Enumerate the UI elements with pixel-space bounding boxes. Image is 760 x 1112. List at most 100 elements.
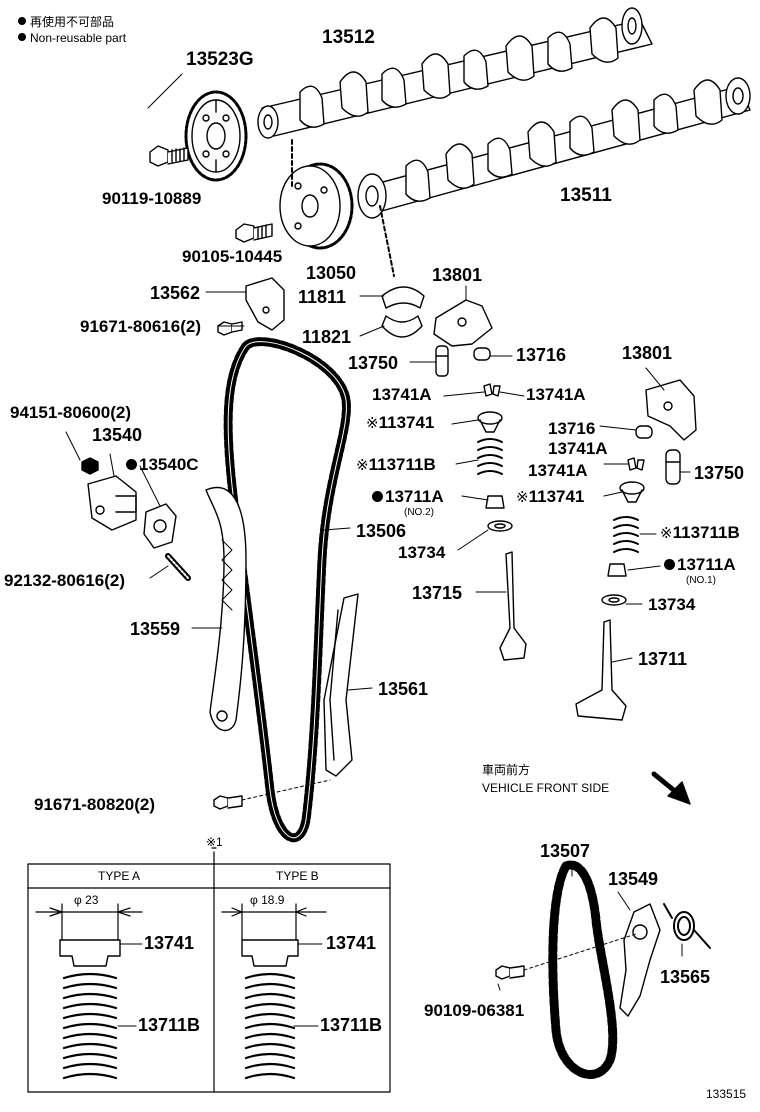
label-13512: 13512 (322, 27, 375, 48)
label-13750-right: 13750 (694, 463, 745, 483)
keepers-13741a-left-drawing (483, 383, 501, 397)
nonreusable-dot-icon (664, 559, 675, 570)
valve-13711-drawing (575, 619, 627, 721)
label-13559: 13559 (130, 619, 181, 639)
label-13565: 13565 (660, 967, 711, 987)
label-13511: 13511 (560, 185, 612, 206)
camshaft-13512-drawing (257, 7, 653, 139)
spring-13711b-right-drawing (613, 516, 639, 553)
type-b-header: TYPE B (276, 869, 319, 883)
label-13562: 13562 (150, 283, 201, 303)
type-b-retainer-label: 13741 (326, 933, 377, 953)
seal-13711a-left-drawing (485, 495, 505, 509)
type-a-retainer-drawing (59, 939, 121, 967)
label-13711: 13711 (638, 649, 688, 669)
label-94151-80600: 94151-80600(2) (10, 403, 131, 422)
label-13523g: 13523G (186, 49, 254, 70)
bolt-91671-80820-drawing (213, 779, 331, 810)
label-no1: (NO.1) (686, 575, 716, 586)
ref-mark: ※ (366, 415, 379, 432)
type-b-spring-drawing (244, 972, 296, 1080)
label-13741a-right: 13741A (526, 385, 586, 404)
seal-13711a-right-drawing (607, 563, 627, 577)
legend-nonreusable-jp: 再使用不可部品 (18, 16, 114, 28)
label-13801-right: 13801 (622, 343, 673, 363)
label-90119-10889: 90119-10889 (102, 189, 202, 208)
label-13711b-left: ※113711B (356, 455, 436, 474)
type-a-diameter: φ 23 (74, 893, 99, 907)
chain-tensioner-13540-drawing (65, 431, 137, 531)
label-no2: (NO.2) (404, 507, 434, 518)
nonreusable-dot-icon (126, 459, 137, 470)
bearing-caps-drawing (381, 286, 425, 338)
label-91671-80616: 91671-80616(2) (80, 317, 201, 336)
rocker-arm-13801-left-drawing (433, 299, 493, 347)
gasket-13540c-drawing (143, 503, 177, 549)
chain-slipper-13559-drawing (205, 486, 247, 732)
ref-mark-table: ※1 (206, 835, 223, 849)
ref-1: 1 (378, 413, 388, 432)
label-13750-left: 13750 (348, 353, 399, 373)
camshaft-sprocket-13523g-drawing (184, 90, 248, 182)
type-a-retainer-label: 13741 (144, 933, 195, 953)
label-90105-10445: 90105-10445 (182, 247, 283, 266)
label-11821: 11821 (302, 327, 352, 347)
pad-13716-right-drawing (635, 425, 653, 439)
rocker-arm-13801-right-drawing (645, 379, 697, 441)
type-b-diameter: φ 18.9 (250, 893, 285, 907)
retainer-13741-right-drawing (619, 481, 645, 503)
oil-pump-chain-13507-drawing (548, 860, 618, 1079)
label-91671-80820: 91671-80820(2) (34, 795, 155, 814)
label-13540c: 13540C (126, 456, 199, 473)
camshaft-13511-drawing (357, 77, 751, 219)
type-table-frame (27, 847, 391, 1093)
type-b-spring-label: 13711B (320, 1015, 383, 1035)
label-13711a-left: 13711A (372, 488, 444, 505)
label-11811: 11811 (298, 287, 347, 307)
legend-nonreusable-en: Non-reusable part (18, 32, 126, 44)
pad-13716-left-drawing (473, 347, 491, 361)
leader-lines (109, 73, 691, 691)
label-92132-80616: 92132-80616(2) (4, 571, 125, 590)
label-13716-left: 13716 (516, 345, 567, 365)
bullet-icon (18, 17, 26, 25)
label-13715: 13715 (412, 583, 463, 603)
front-side-jp: 車両前方 (482, 763, 531, 777)
label-13741a-left: 13741A (372, 385, 432, 404)
nonreusable-dot-icon (372, 491, 383, 502)
washer-13734-right-drawing (601, 594, 627, 606)
label-13561: 13561 (378, 679, 429, 699)
bracket-13562-drawing (245, 277, 285, 331)
bullet-icon (18, 33, 26, 41)
front-side-en: VEHICLE FRONT SIDE (482, 781, 610, 795)
vvt-gear-13050-drawing (279, 162, 354, 250)
bolt-90109-drawing (495, 933, 637, 980)
lash-adjuster-13750-left-drawing (435, 345, 449, 377)
label-13711a-right: 13711A (664, 556, 736, 573)
bolt-90105-drawing (235, 223, 273, 243)
label-13741a-right-c: 13741A (528, 461, 588, 480)
label-13741-right-ref: ※113741 (516, 487, 585, 506)
vehicle-front-arrow (651, 771, 691, 805)
label-13540: 13540 (92, 425, 143, 445)
lash-adjuster-13750-right-drawing (665, 449, 681, 485)
stud-92132-drawing (165, 553, 191, 581)
label-13734-left: 13734 (398, 543, 446, 562)
label-13711b-right: ※113711B (660, 523, 740, 542)
bolt-91671-80616-drawing (217, 321, 243, 336)
label-13741a-right-b: 13741A (548, 439, 608, 458)
label-90109-06381: 90109-06381 (424, 1001, 525, 1020)
type-a-spring-drawing (62, 972, 118, 1080)
damper-13549-drawing (619, 903, 661, 1017)
valve-13715-drawing (499, 551, 527, 661)
type-a-header: TYPE A (98, 869, 141, 883)
label-13507: 13507 (540, 841, 591, 861)
label-13801-left: 13801 (432, 265, 483, 285)
label-13506: 13506 (356, 521, 407, 541)
label-13050: 13050 (306, 263, 357, 283)
spring-13565-drawing (663, 903, 711, 949)
chain-guide-13561-drawing (323, 593, 359, 777)
bolt-90119-drawing (149, 145, 189, 167)
figure-number: 133515 (706, 1087, 747, 1101)
